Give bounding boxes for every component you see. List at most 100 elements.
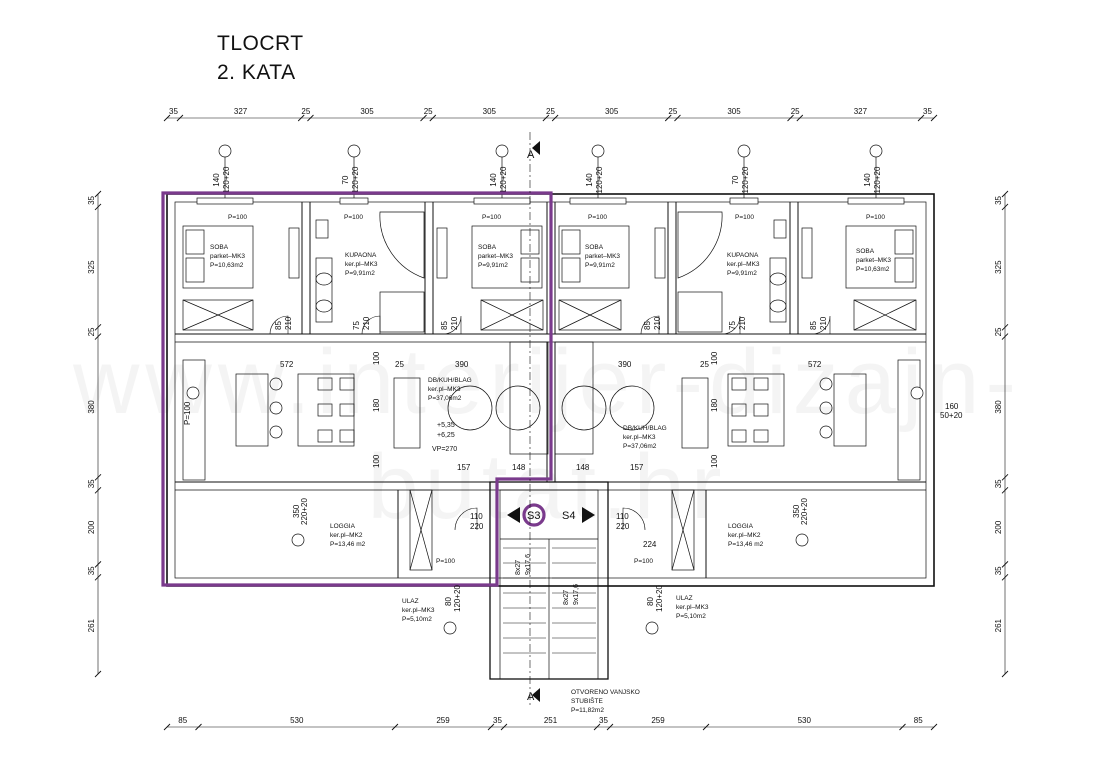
dimension-tick [297, 114, 305, 122]
dim-label: 120+20 [453, 585, 462, 612]
room-name: DB/KUH/BLAG [623, 425, 667, 432]
parapet-label: P=100 [588, 214, 607, 221]
dimension-tick [1001, 486, 1009, 494]
dim-bottom: 530 [798, 716, 812, 725]
dimension-tick [1001, 190, 1009, 198]
dimension-tick [930, 723, 938, 731]
window-marker [591, 144, 605, 158]
dim-top: 25 [424, 107, 433, 116]
dimension-tick [1001, 561, 1009, 568]
dimension-tick [1001, 670, 1009, 678]
room-name: SOBA [478, 244, 497, 251]
window-marker [869, 144, 883, 158]
dim-right: 380 [994, 400, 1003, 414]
bathroom-fixtures [315, 211, 787, 333]
room-area: P=9,91m2 [478, 262, 508, 269]
dim-label: 210 [819, 316, 828, 330]
dim-top: 25 [668, 107, 677, 116]
stair-count: 8x27 [515, 560, 522, 575]
room-floor: ker.pl–MK3 [428, 386, 461, 393]
dim-label: 100 [710, 454, 719, 468]
dim-label: 110 [616, 512, 629, 521]
dimension-tick [899, 723, 906, 731]
room-labels: SOBA parket–MK3 P=10,63m2 KUPAONA ker.pl… [210, 244, 891, 714]
window-height: 120+20 [222, 166, 231, 193]
dimension-tick [163, 114, 171, 122]
dim-label: 100 [372, 351, 381, 365]
room-name: SOBA [585, 244, 604, 251]
dim-label: 80 [444, 597, 453, 606]
bedroom-furniture [182, 225, 917, 331]
dim-left: 325 [87, 260, 96, 274]
dimension-tick [542, 114, 550, 122]
room-floor: parket–MK3 [585, 253, 620, 260]
dim-label: 220 [470, 522, 484, 531]
dim-bottom: 530 [290, 716, 304, 725]
dimension-tick [1001, 324, 1009, 331]
stair-label-s4: S4 [562, 510, 575, 522]
dim-right: 200 [994, 520, 1003, 534]
dim-left: 35 [87, 479, 96, 488]
dimension-tick [94, 670, 102, 678]
window-width: 140 [863, 173, 872, 187]
dimension-tick [606, 723, 614, 731]
dim-label: 220 [616, 522, 630, 531]
dim-label: 75 [352, 321, 361, 330]
dim-left: 35 [87, 195, 96, 204]
dim-label: 160 [945, 402, 959, 411]
room-floor: ker.pl–MK3 [727, 261, 760, 268]
dim-top: 25 [301, 107, 310, 116]
stair-label-s3: S3 [527, 510, 540, 522]
dimension-tick [593, 723, 601, 731]
stair-arrows [507, 141, 595, 702]
window-height: 120+20 [741, 166, 750, 193]
window-opening [729, 197, 759, 205]
window-width: 70 [341, 175, 350, 184]
room-name: ULAZ [402, 598, 419, 605]
ceiling-height: VP=270 [432, 446, 457, 453]
window-markers [186, 386, 924, 635]
dimension-tick [1001, 333, 1009, 340]
section-a-top: A [527, 149, 535, 161]
dim-label: 85 [643, 321, 652, 330]
dimension-tick [796, 114, 804, 122]
window-width: 70 [731, 175, 740, 184]
plan-title-line1: TLOCRT [217, 32, 304, 55]
room-area: P=13,46 m2 [330, 541, 366, 548]
stairs-name-1: OTVORENO VANJSKO [571, 689, 640, 696]
room-area: P=37,06m2 [623, 443, 657, 450]
dim-label: 210 [284, 316, 293, 330]
room-floor: ker.pl–MK3 [623, 434, 656, 441]
dim-label: 100 [710, 351, 719, 365]
window-width: 140 [585, 173, 594, 187]
dim-bottom: 251 [544, 716, 558, 725]
dimension-tick [551, 114, 559, 122]
dimension-tick [176, 114, 184, 122]
dim-label: 220+20 [800, 498, 809, 525]
dim-top: 35 [169, 107, 178, 116]
dim-bottom: 259 [651, 716, 665, 725]
parapet-label: P=100 [735, 214, 754, 221]
parapet-label: P=100 [436, 558, 455, 565]
window-opening [473, 197, 531, 205]
dim-label: 224 [643, 540, 657, 549]
dim-label: 157 [630, 463, 644, 472]
dimension-tick [163, 723, 171, 731]
dimension-tick [1001, 474, 1009, 481]
window-width: 140 [212, 173, 221, 187]
window-height: 120+20 [595, 166, 604, 193]
dim-label: 390 [618, 360, 632, 369]
room-area: P=13,46 m2 [728, 541, 764, 548]
dim-left: 200 [87, 520, 96, 534]
dim-label: 50+20 [940, 411, 963, 420]
dim-bottom: 35 [493, 716, 502, 725]
dimension-tick [420, 114, 427, 122]
living-furniture [182, 341, 921, 571]
parapet-label: P=100 [228, 214, 247, 221]
building-walls [166, 193, 935, 680]
dim-label: 572 [808, 360, 822, 369]
room-area: P=9,91m2 [727, 270, 757, 277]
parapet-label: P=100 [344, 214, 363, 221]
room-floor: ker.pl–MK3 [676, 604, 709, 611]
room-area: P=5,10m2 [676, 613, 706, 620]
